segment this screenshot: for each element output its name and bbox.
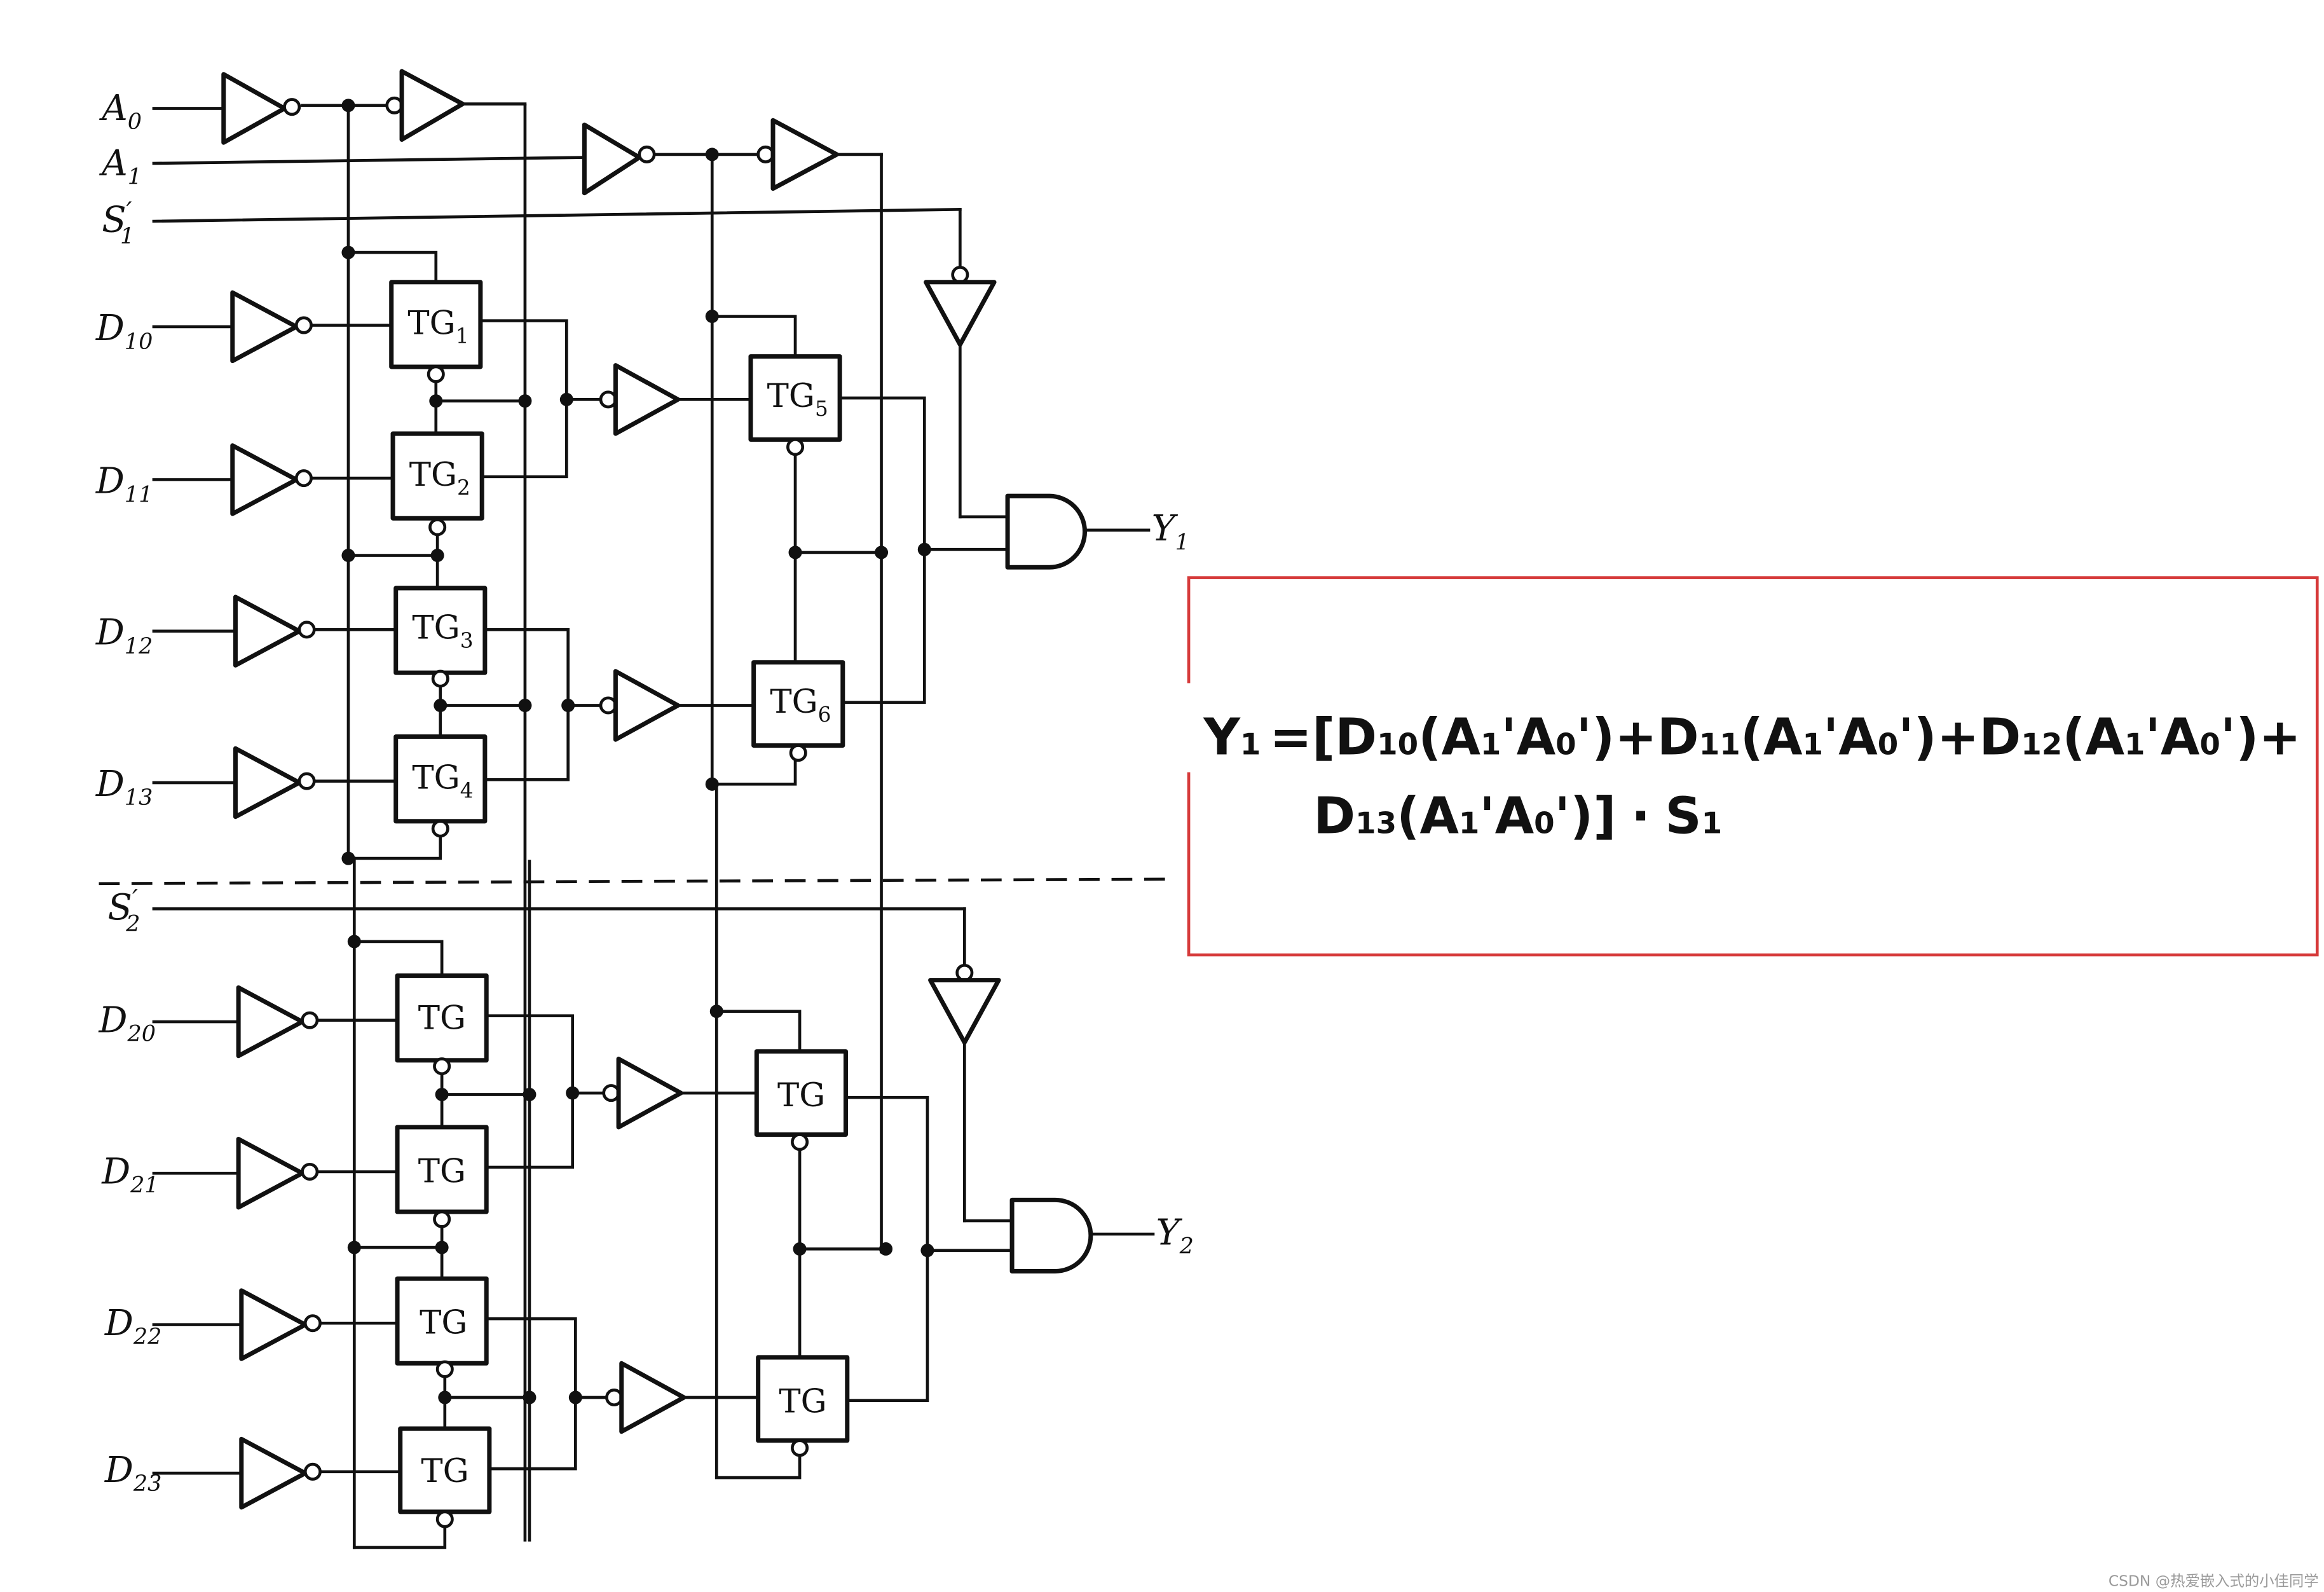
d13-inverter-symbol [233,746,316,820]
watermark-text: CSDN @热爱嵌入式的小佳同学 [2109,1572,2319,1590]
a1-inverter-symbol [582,122,656,196]
tg-bottom-1-box: TG [395,973,489,1076]
d21-inverter-symbol [236,1137,319,1210]
label-y2: Y2 [1156,1212,1194,1259]
svg-text:TG4: TG4 [412,758,473,802]
svg-text:TG: TG [421,1452,468,1490]
label-s1-prime: S′1 [102,197,134,249]
tg-bottom-6-box: TG [756,1355,850,1457]
label-d22: D22 [104,1303,162,1350]
s1-inverter-symbol [924,266,997,347]
tg6-box: TG6 [751,660,845,762]
a0-inverter-symbol [221,72,301,145]
tg-bottom-3-box: TG [395,1276,489,1378]
signal-labels: A0 A1 S′1 D10 D11 D12 D13 S′2 D20 D21 D2… [95,88,1194,1497]
d10-inverter-symbol [230,290,313,364]
mid-inverter-1-symbol [599,363,681,436]
tg-bottom-5-box: TG [754,1049,848,1151]
label-d11: D11 [95,460,153,507]
junction-dots [341,99,934,1404]
tg2-box: TG2 [390,431,484,537]
label-d20: D20 [99,999,156,1046]
and-gate-y2-symbol [1009,1197,1093,1273]
a1-buffer-symbol [756,118,839,191]
a0-buffer-symbol [385,69,465,142]
tg3-box: TG3 [393,586,488,688]
wires [99,102,1172,1549]
svg-text:TG: TG [779,1382,826,1420]
tg-bottom-2-box: TG [395,1125,489,1228]
svg-text:TG: TG [418,999,466,1038]
and-gates [1005,493,1093,1273]
svg-text:TG6: TG6 [770,683,831,727]
and-gate-y1-symbol [1005,493,1087,570]
label-a0: A0 [99,88,142,135]
svg-text:TG: TG [418,1152,466,1190]
label-d12: D12 [95,612,153,659]
d22-inverter-symbol [239,1288,322,1361]
svg-text:TG2: TG2 [409,456,470,500]
d23-inverter-symbol [239,1436,322,1510]
equation-line-2: D13(A1'A0')]·S1 [1313,786,1722,845]
label-d10: D10 [95,308,153,355]
s2-inverter-symbol [928,963,1001,1045]
label-s2-prime: S′2 [108,884,140,937]
svg-text:TG: TG [420,1304,467,1342]
label-y1: Y1 [1152,508,1189,555]
label-d23: D23 [104,1450,162,1497]
equation-box: Y1=[D10(A1'A0')+D11(A1'A0')+D12(A1'A0')+… [1184,576,2319,957]
tg-bottom-4-box: TG [398,1426,492,1528]
svg-text:TG: TG [777,1076,825,1115]
transmission-gates: TG1 TG2 TG3 TG4 TG5 TG6 [389,280,850,1528]
buffers-inverters [221,69,1001,1510]
label-d21: D21 [101,1151,159,1198]
svg-text:TG1: TG1 [407,305,468,348]
d11-inverter-symbol [230,443,313,516]
svg-text:TG3: TG3 [412,608,473,652]
label-d13: D13 [95,764,153,811]
mid-inverter-3-symbol [602,1056,683,1130]
equation-line-1: Y1=[D10(A1'A0')+D11(A1'A0')+D12(A1'A0')+ [1203,708,2301,767]
d20-inverter-symbol [236,985,319,1059]
tg4-box: TG4 [393,734,488,838]
label-a1: A1 [99,143,142,190]
tg5-box: TG5 [748,354,842,456]
svg-text:TG5: TG5 [767,377,828,421]
mid-inverter-2-symbol [599,669,681,742]
tg1-box: TG1 [389,280,483,383]
d12-inverter-symbol [233,594,316,668]
mid-inverter-4-symbol [605,1361,687,1434]
